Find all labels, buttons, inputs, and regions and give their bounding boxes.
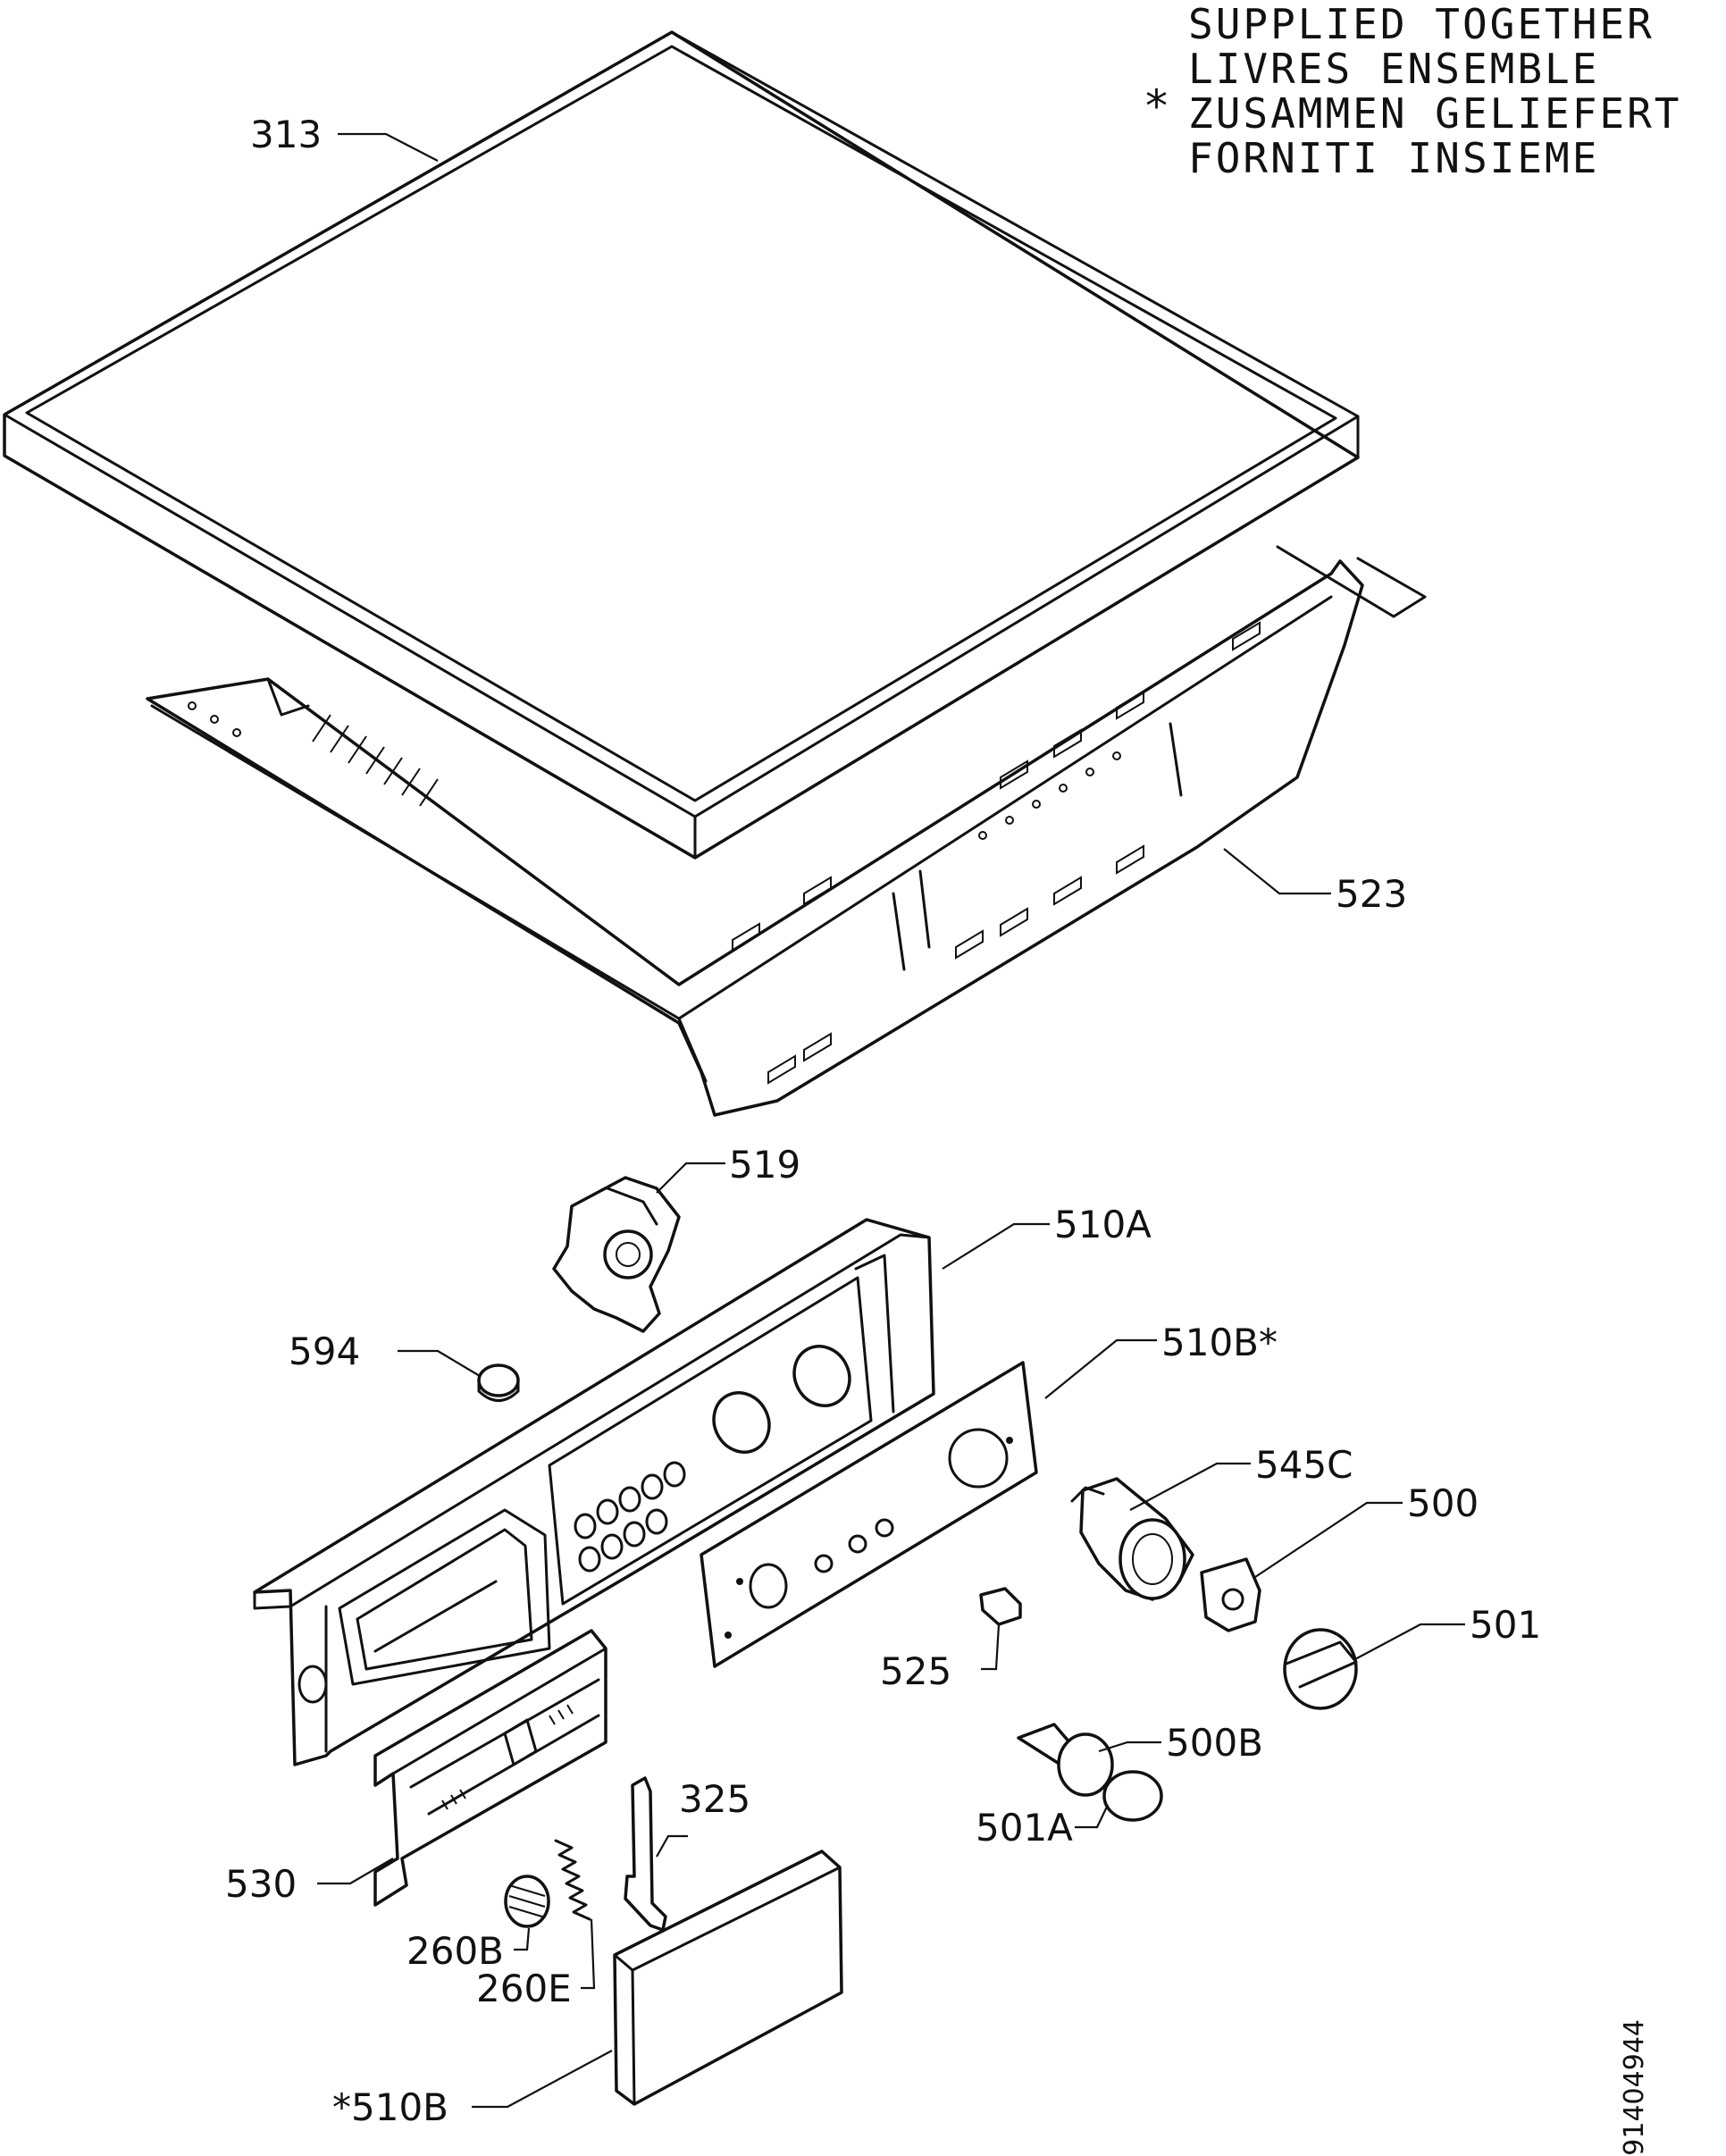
part-594-cap bbox=[477, 1363, 520, 1402]
part-260B-nut bbox=[504, 1875, 550, 1928]
part-525-pin bbox=[979, 1587, 1022, 1626]
callout-501A: 501A bbox=[976, 1806, 1073, 1850]
legend-supplied-together: SUPPLIED TOGETHER LIVRES ENSEMBLE ZUSAMM… bbox=[1188, 2, 1682, 180]
part-500-coupler bbox=[1200, 1557, 1261, 1632]
callout-313: 313 bbox=[250, 113, 322, 156]
part-519-bracket bbox=[552, 1176, 681, 1333]
legend-line-italian: FORNITI INSIEME bbox=[1188, 134, 1600, 182]
callout-594: 594 bbox=[289, 1330, 360, 1373]
callout-523: 523 bbox=[1336, 872, 1407, 916]
callout-500B: 500B bbox=[1166, 1721, 1263, 1765]
callout-510B-star: 510B* bbox=[1161, 1321, 1278, 1364]
legend-line-french: LIVRES ENSEMBLE bbox=[1188, 45, 1600, 93]
callout-510B-bottom: *510B bbox=[332, 2085, 448, 2129]
callout-501: 501 bbox=[1470, 1603, 1541, 1647]
part-501-knob bbox=[1283, 1628, 1358, 1710]
callout-510A: 510A bbox=[1054, 1203, 1152, 1246]
part-325-lever bbox=[624, 1776, 667, 1932]
callout-525: 525 bbox=[880, 1649, 951, 1693]
part-523-rear-strip bbox=[146, 545, 1427, 1117]
callout-545C: 545C bbox=[1255, 1443, 1353, 1487]
legend-asterisk: * bbox=[1145, 80, 1168, 132]
callout-labels: 313 523 519 510A 594 510B* 545C 500 501 … bbox=[225, 113, 1541, 2129]
leader-lines bbox=[317, 132, 1465, 2109]
part-510B-star-insert-plate bbox=[700, 1361, 1038, 1668]
part-313-worktop bbox=[3, 30, 1360, 860]
callout-519: 519 bbox=[729, 1143, 800, 1187]
document-number: 91404944 bbox=[1619, 2019, 1650, 2156]
callout-500: 500 bbox=[1407, 1481, 1479, 1525]
part-501A-cap bbox=[1102, 1770, 1163, 1822]
legend-line-english: SUPPLIED TOGETHER bbox=[1188, 0, 1655, 48]
part-545C-holder bbox=[1070, 1477, 1194, 1601]
callout-530: 530 bbox=[225, 1862, 297, 1906]
part-500B-shaft bbox=[1017, 1723, 1114, 1797]
part-530-drawer-frame bbox=[373, 1629, 607, 1907]
part-260E-spring bbox=[554, 1839, 591, 1921]
callout-260E: 260E bbox=[476, 1967, 572, 2010]
legend-line-german: ZUSAMMEN GELIEFERT bbox=[1188, 89, 1682, 138]
part-510A-control-panel bbox=[253, 1218, 935, 1766]
callout-260B: 260B bbox=[406, 1929, 504, 1973]
callout-325: 325 bbox=[679, 1777, 750, 1821]
part-510B-bottom-handle bbox=[613, 1850, 843, 2106]
